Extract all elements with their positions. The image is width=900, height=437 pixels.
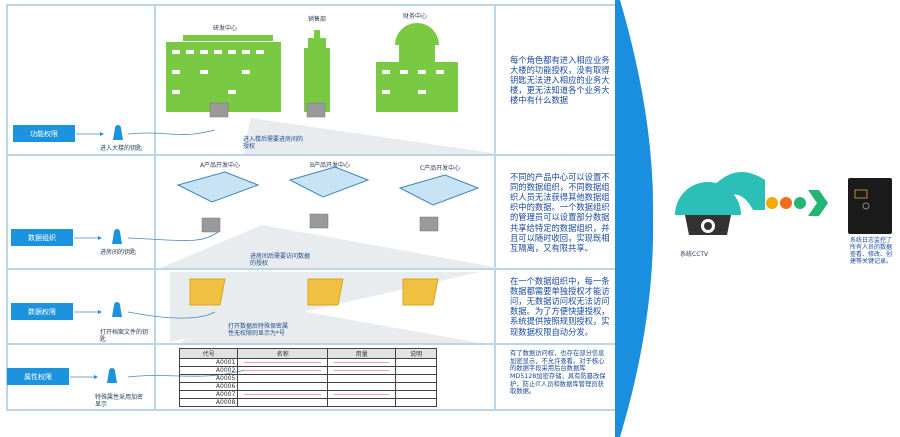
right-graphics xyxy=(615,0,892,437)
room-label: B产品开发中心 xyxy=(309,162,351,169)
lock-icons xyxy=(201,102,439,233)
key-icon xyxy=(107,368,117,383)
row-description: 在一个数据组织中，每一条数据都需要单独授权才能访问，无数据访问权无法访问数据。为… xyxy=(510,276,610,337)
key-icon xyxy=(113,125,123,140)
attribute-table: 代号 名称 用量 说明 A0001 A0002 A0005 A0006 A000… xyxy=(178,348,437,407)
key-caption: 特殊属性采用加密显示 xyxy=(95,394,144,408)
table-header: 用量 xyxy=(327,348,397,359)
table-header: 代号 xyxy=(178,348,239,359)
row-note: 打开数据后特殊保密属性无权限则显示为*号 xyxy=(228,323,289,337)
table-row: A0005 xyxy=(178,374,437,383)
table-header: 说明 xyxy=(395,348,437,359)
row-description: 每个角色都有进入相应业务大楼的功能授权，没有取得钥匙无法进入相应的业务大楼，更无… xyxy=(510,55,610,106)
table-header: 名称 xyxy=(237,348,329,359)
attribute-permission-button[interactable]: 属性权限 xyxy=(7,368,69,385)
building-icons xyxy=(166,23,458,112)
table-row: A0001 xyxy=(178,358,437,367)
bottom-border xyxy=(8,409,620,411)
cctv-label: 系统CCTV xyxy=(680,251,709,258)
room-label: A产品开发中心 xyxy=(199,162,241,169)
connector-arrows xyxy=(70,23,480,383)
col-divider xyxy=(154,4,156,411)
folder-icons xyxy=(189,278,439,306)
key-caption: 进入大楼的钥匙 xyxy=(100,145,143,152)
key-icon xyxy=(112,229,122,244)
key-caption: 进房间的钥匙 xyxy=(100,249,137,256)
safe-caption: 系统日志监控了所有人员的数据查看、修改、创建等关键记录。 xyxy=(850,237,893,265)
row-divider xyxy=(8,154,620,156)
row-note: 进入楼后需要进房间的授权 xyxy=(243,136,304,150)
row-description: 有了数据访问权，也存在部分信息加密显示，不允许查看。对于核心的数据字段采用后台数… xyxy=(510,350,606,396)
data-org-button[interactable]: 数据组织 xyxy=(11,229,73,246)
table-row: A0006 xyxy=(178,382,437,391)
table-row: A0002 xyxy=(178,366,437,375)
key-caption: 打开档案文件的钥匙 xyxy=(100,329,149,343)
building-label: 销售部 xyxy=(307,16,326,23)
row-divider xyxy=(8,343,620,345)
building-label: 财务中心 xyxy=(402,13,427,20)
safe-icon xyxy=(848,178,892,234)
col-divider xyxy=(6,4,8,411)
row-note: 进房间后需要访问数据的授权 xyxy=(250,253,311,267)
table-row: A0007 xyxy=(178,390,437,399)
key-icon xyxy=(112,302,122,317)
col-divider xyxy=(494,4,496,411)
data-permission-button[interactable]: 数据权限 xyxy=(11,303,73,320)
room-label: C产品开发中心 xyxy=(419,165,461,172)
table-row: A0008 xyxy=(178,398,437,407)
arrow-icon xyxy=(808,190,828,216)
function-permission-button[interactable]: 功能权限 xyxy=(13,125,75,142)
office-room-icons xyxy=(176,166,480,206)
row-description: 不同的产品中心可以设置不同的数据组织，不同数据组织人员无法获得其他数据组织中的数… xyxy=(510,172,610,253)
blue-wave xyxy=(615,0,654,437)
row-divider xyxy=(8,268,620,270)
cctv-icon xyxy=(675,172,765,235)
top-border xyxy=(8,4,620,6)
diagram-panel: 功能权限 数据组织 数据权限 属性权限 xyxy=(6,4,620,411)
building-label: 研发中心 xyxy=(212,25,237,32)
